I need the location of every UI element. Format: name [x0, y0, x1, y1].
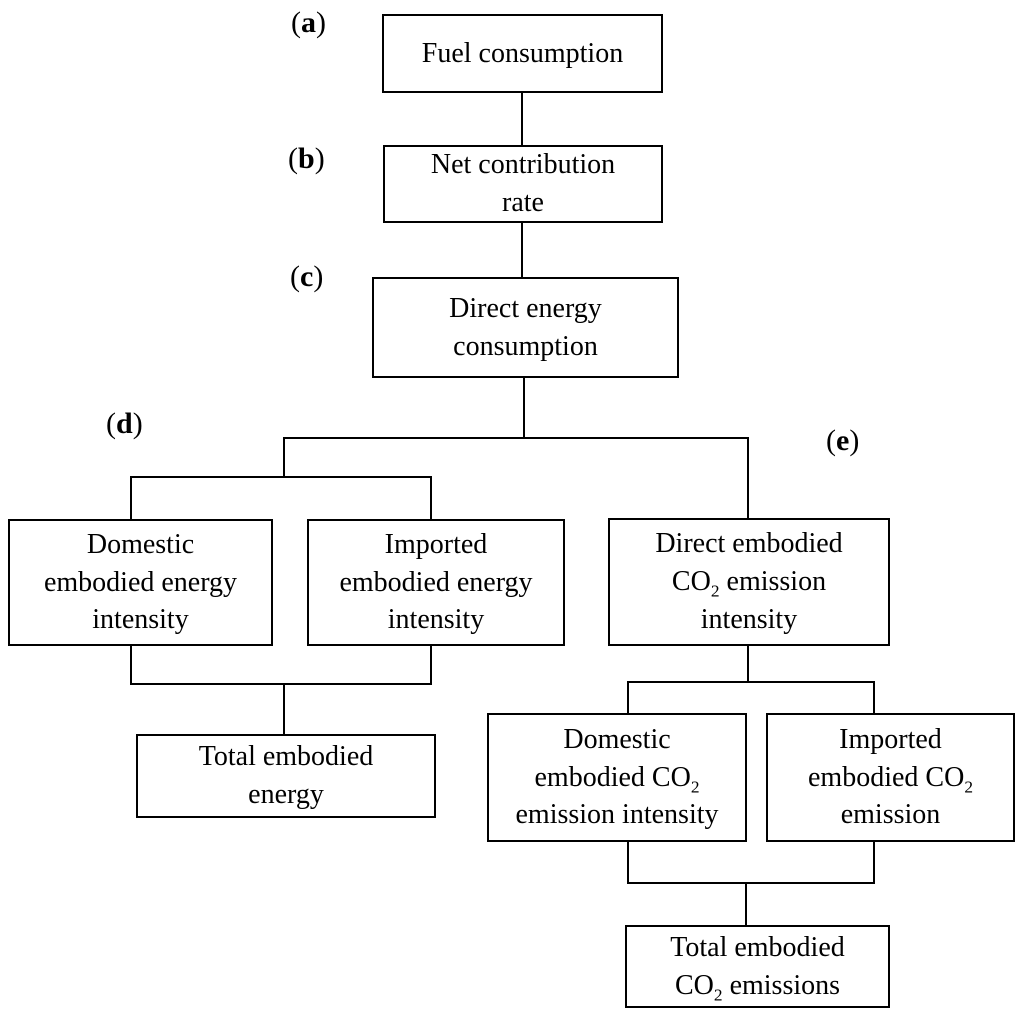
- step-label-b-close: ): [314, 142, 325, 175]
- step-label-a-open: (: [291, 6, 301, 39]
- step-label-b-letter: b: [298, 142, 315, 175]
- step-label-d-letter: d: [116, 407, 133, 440]
- step-label-d: (d): [106, 409, 143, 439]
- edge-e-left-drop: [627, 681, 629, 715]
- step-label-a-letter: a: [301, 6, 316, 39]
- step-label-c: (c): [290, 262, 323, 292]
- step-label-d-close: ): [132, 407, 143, 440]
- step-label-e-letter: e: [836, 424, 850, 457]
- step-label-c-letter: c: [300, 260, 314, 293]
- edge-e-total-stem: [745, 882, 747, 927]
- step-label-d-open: (: [106, 407, 116, 440]
- step-label-a: (a): [291, 8, 326, 38]
- edge-e-left-down: [627, 840, 629, 884]
- step-label-a-close: ): [316, 6, 326, 39]
- edge-fuel-to-net: [521, 93, 523, 147]
- step-label-c-open: (: [290, 260, 300, 293]
- box-fuel-consumption: Fuel consumption: [382, 14, 663, 93]
- edge-direct-co2-stem: [747, 644, 749, 683]
- step-label-c-close: ): [313, 260, 324, 293]
- step-label-b: (b): [288, 144, 325, 174]
- edge-branch-d-stem: [283, 437, 285, 478]
- edge-e-right-down: [873, 840, 875, 884]
- edge-branch-d-horizontal: [130, 476, 432, 478]
- edge-net-to-direct-energy: [521, 223, 523, 279]
- edge-main-split-horizontal: [283, 437, 749, 439]
- edge-d-right-down: [430, 644, 432, 685]
- edge-d-right-drop: [430, 476, 432, 521]
- edge-d-left-down: [130, 644, 132, 685]
- step-label-b-open: (: [288, 142, 298, 175]
- step-label-e: (e): [826, 426, 859, 456]
- edge-e-right-drop: [873, 681, 875, 715]
- edge-d-left-drop: [130, 476, 132, 521]
- edge-branch-e-drop: [747, 437, 749, 520]
- edge-d-merge-horizontal: [130, 683, 432, 685]
- edge-d-total-stem: [283, 683, 285, 736]
- edge-branch-e-horizontal: [627, 681, 875, 683]
- step-label-e-close: ): [849, 424, 860, 457]
- edge-e-merge-horizontal: [627, 882, 875, 884]
- edge-direct-energy-stem: [523, 378, 525, 439]
- step-label-e-open: (: [826, 424, 836, 457]
